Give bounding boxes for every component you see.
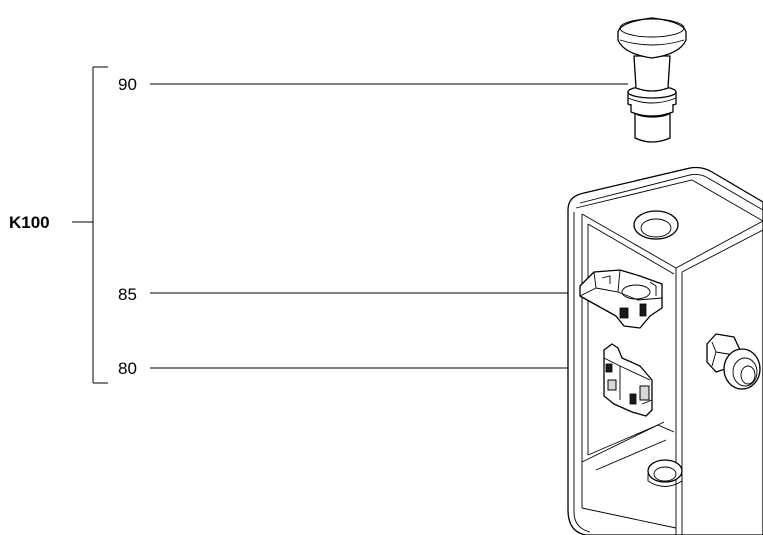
contact-block-part [603,343,653,417]
enclosure-box [567,166,763,535]
assembly-label-k100: K100 [9,213,50,232]
mushroom-pushbutton-part [617,17,687,143]
mounting-adapter-part [579,269,663,329]
callout-number-80: 80 [118,359,137,378]
cable-gland-part [706,333,761,390]
assembly-bracket [72,66,108,384]
callout-number-85: 85 [118,285,137,304]
callout-number-90: 90 [118,75,137,94]
